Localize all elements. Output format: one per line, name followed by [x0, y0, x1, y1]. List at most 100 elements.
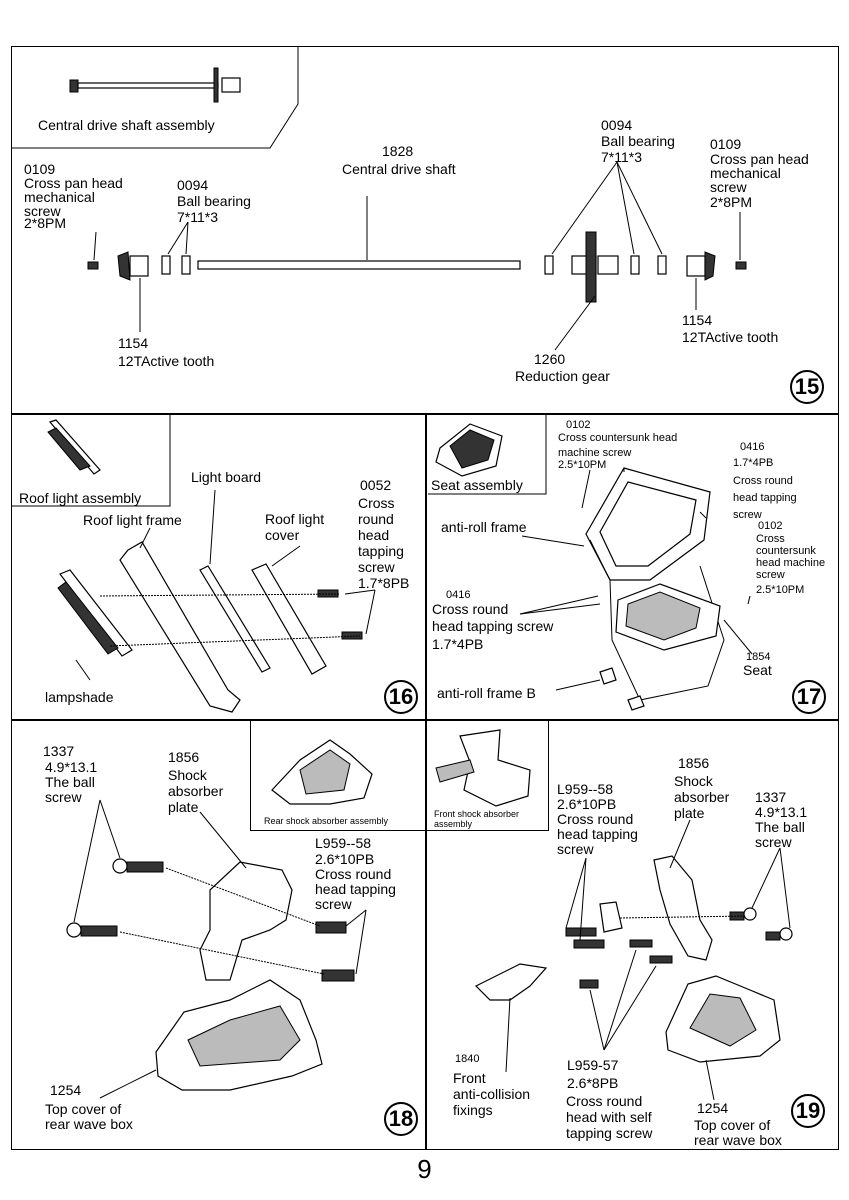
screw-17-right-top-code: 0416: [740, 441, 765, 453]
step-number-16: 16: [384, 680, 418, 714]
divider-vertical-bottom: [425, 719, 427, 1150]
screw-17-left-size: 1.7*4PB: [432, 636, 484, 652]
screw-17-right-top-size: 1.7*4PB: [733, 457, 774, 469]
tooth-left-code: 1154: [118, 335, 149, 351]
seat-label: Seat: [743, 662, 772, 678]
roof-light-drawing: [57, 541, 363, 713]
front-shock-inset: [426, 720, 549, 831]
inset-caption-17: Seat assembly: [431, 477, 523, 493]
seat-drawing: [585, 467, 725, 711]
divider-vertical-top: [425, 413, 427, 719]
tooth-left-name: 12TActive tooth: [118, 353, 215, 369]
tooth-right-code: 1154: [682, 312, 713, 328]
screw-18-name: Cross round head tapping screw: [315, 866, 396, 912]
roof-light-cover-label: Roof light cover: [265, 511, 325, 543]
screw-17-right-code: 0102: [758, 520, 783, 532]
inset-caption-16: Roof light assembly: [19, 490, 142, 506]
front-inset-caption: Front shock absorber assembly: [434, 809, 520, 829]
drive-shaft-thumbnail: [69, 67, 241, 103]
screw-17-right-top-name: Cross round head tapping screw: [733, 475, 797, 521]
light-board-label: Light board: [191, 469, 262, 485]
leader-lines-17: [519, 468, 753, 691]
screw57-name: Cross round head with self tapping screw: [566, 1093, 653, 1141]
screw-17-top-name: Cross countersunk head machine screw: [558, 432, 678, 459]
screw-17-top-size: 2.5*10PM: [558, 459, 607, 471]
plate-18-name: Shock absorber plate: [168, 767, 224, 815]
seat-code: 1854: [746, 651, 771, 663]
ball-screw-19-name: The ball screw: [755, 819, 805, 850]
front-shock-thumbnail: [435, 729, 531, 807]
step-number-18: 18: [384, 1102, 418, 1136]
inset-border-16: [12, 414, 171, 507]
rear-shock-thumbnail: [271, 739, 373, 805]
screw-left-name: Cross pan head mechanical screw: [24, 175, 123, 219]
screw-17-left-code: 0416: [446, 589, 471, 601]
roof-light-frame-label: Roof light frame: [83, 512, 182, 528]
anti-roll-frame-label: anti-roll frame: [441, 519, 527, 535]
shaft-code: 1828: [382, 143, 414, 159]
screw58-19-code: L959--58: [557, 781, 614, 797]
page-number: 9: [417, 1154, 432, 1184]
cover-19-code: 1254: [697, 1100, 729, 1116]
seat-thumbnail: [435, 423, 503, 477]
bearing-left-size: 7*11*3: [177, 209, 219, 225]
screw58-19-size: 2.6*10PB: [557, 796, 617, 812]
rear-inset-caption: Rear shock absorber assembly: [264, 816, 389, 826]
inset-caption-15: Central drive shaft assembly: [38, 117, 215, 133]
rear-shock-inset: [250, 720, 426, 831]
cover-18-name: Top cover of rear wave box: [45, 1101, 133, 1132]
leader-lines-15: [93, 161, 741, 351]
leader-lines-19: [505, 819, 791, 1101]
step-number-17: 17: [792, 680, 826, 714]
plate-19-name: Shock absorber plate: [674, 773, 730, 821]
central-drive-shaft-drawing: [87, 231, 747, 303]
leader-lines-18: [73, 799, 367, 1099]
shaft-name: Central drive shaft: [342, 161, 456, 177]
fixings-name: Front anti-collision fixings: [453, 1070, 531, 1118]
bearing-right-code: 0094: [601, 117, 633, 133]
screw-17-right-size: 2.5*10PM: [756, 584, 805, 596]
bearing-right-size: 7*11*3: [601, 149, 643, 165]
screw-18-code: L959--58: [315, 835, 372, 851]
ball-screw-18-size: 4.9*13.1: [45, 759, 98, 775]
cover-19-name: Top cover of rear wave box: [694, 1117, 782, 1148]
screw-right-size: 2*8PM: [710, 194, 753, 210]
gear-code: 1260: [534, 351, 566, 367]
lampshade-label: lampshade: [45, 689, 114, 705]
tooth-right-name: 12TActive tooth: [682, 329, 779, 345]
shock-plate-19-drawing: [474, 855, 793, 1063]
screw-16-name: Cross round head tapping screw: [358, 495, 404, 575]
screw-17-top-code: 0102: [566, 419, 591, 431]
screw57-code: L959-57: [567, 1057, 619, 1073]
plate-19-code: 1856: [678, 755, 710, 771]
screw57-size: 2.6*8PB: [567, 1075, 619, 1091]
plate-18-code: 1856: [168, 749, 200, 765]
bearing-left-code: 0094: [177, 177, 209, 193]
screw-left-size: 2*8PM: [24, 215, 67, 231]
screw58-19-name: Cross round head tapping screw: [557, 811, 638, 857]
fixings-code: 1840: [455, 1053, 480, 1065]
cover-18-code: 1254: [50, 1082, 82, 1098]
inset-border-15: [12, 46, 299, 149]
leader-lines-16: [75, 489, 376, 681]
ball-screw-18-name: The ball screw: [45, 774, 95, 805]
screw-17-right-name: Cross countersunk head machine screw: [756, 533, 826, 581]
ball-screw-19-code: 1337: [755, 789, 787, 805]
inset-border-17: [428, 414, 547, 495]
screw-17-left-name: Cross round head tapping screw: [432, 601, 554, 634]
step-number-19: 19: [791, 1094, 825, 1128]
screw-16-code: 0052: [360, 477, 392, 493]
gear-name: Reduction gear: [515, 368, 610, 384]
ball-screw-18-code: 1337: [43, 743, 75, 759]
roof-light-thumbnail: [47, 419, 101, 475]
bearing-left-name: Ball bearing: [177, 193, 251, 209]
screw-16-size: 1.7*8PB: [358, 575, 410, 591]
ball-screw-19-size: 4.9*13.1: [755, 804, 808, 820]
anti-roll-frame-b-label: anti-roll frame B: [437, 685, 536, 701]
screw-right-code: 0109: [710, 136, 742, 152]
screw-18-size: 2.6*10PB: [315, 851, 375, 867]
shock-plate-18-drawing: [66, 858, 355, 1091]
screw-right-name: Cross pan head mechanical screw: [710, 151, 809, 195]
bearing-right-name: Ball bearing: [601, 133, 675, 149]
